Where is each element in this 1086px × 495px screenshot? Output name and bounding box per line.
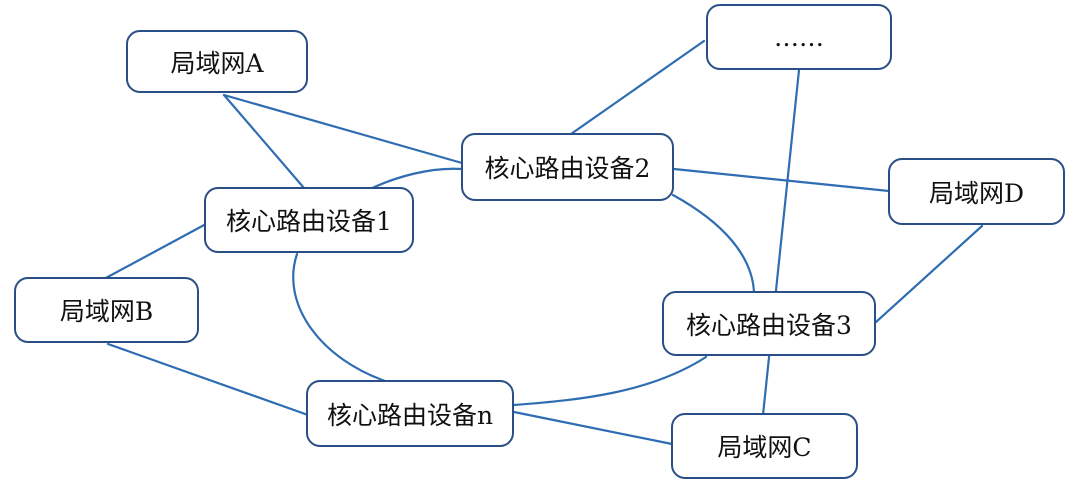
lan-b-label: 局域网B [59,297,154,326]
lan-d-node: 局域网D [888,158,1065,225]
edge-lan-d-core-3 [874,224,984,324]
edge-more-lan-c [761,68,801,417]
core-router-2-node: 核心路由设备2 [461,133,674,201]
edge-core-1-lan-b [102,222,208,281]
core-router-1-label: 核心路由设备1 [226,207,392,236]
edge-lan-a-core-2 [222,93,464,165]
lan-c-node: 局域网C [671,413,858,479]
core-router-2-label: 核心路由设备2 [484,154,651,183]
lan-a-node: 局域网A [126,30,308,93]
edge-lan-a-core-1 [222,93,306,190]
core-router-n-label: 核心路由设备n [326,400,494,430]
core-router-n-node: 核心路由设备n [306,380,514,447]
lan-b-node: 局域网B [14,277,199,343]
lan-d-label: 局域网D [928,178,1025,208]
edge-core-n-lan-c [512,410,674,446]
core-router-3-label: 核心路由设备3 [686,310,852,340]
edge-core-2-more [569,39,706,136]
edge-core-3-core-n [512,355,708,407]
ellipsis-node: …… [706,4,892,70]
edge-core-2-lan-d [672,167,891,193]
edge-core-1-core-n [292,252,390,384]
lan-c-label: 局域网C [717,433,812,462]
core-router-1-node: 核心路由设备1 [204,187,414,253]
ellipsis-label: …… [774,22,824,52]
edge-core-2-core-3 [671,193,756,294]
lan-a-label: 局域网A [170,48,264,78]
core-router-3-node: 核心路由设备3 [662,291,876,356]
edge-core-1-core-2 [366,167,464,192]
edge-lan-b-core-n [106,342,310,417]
